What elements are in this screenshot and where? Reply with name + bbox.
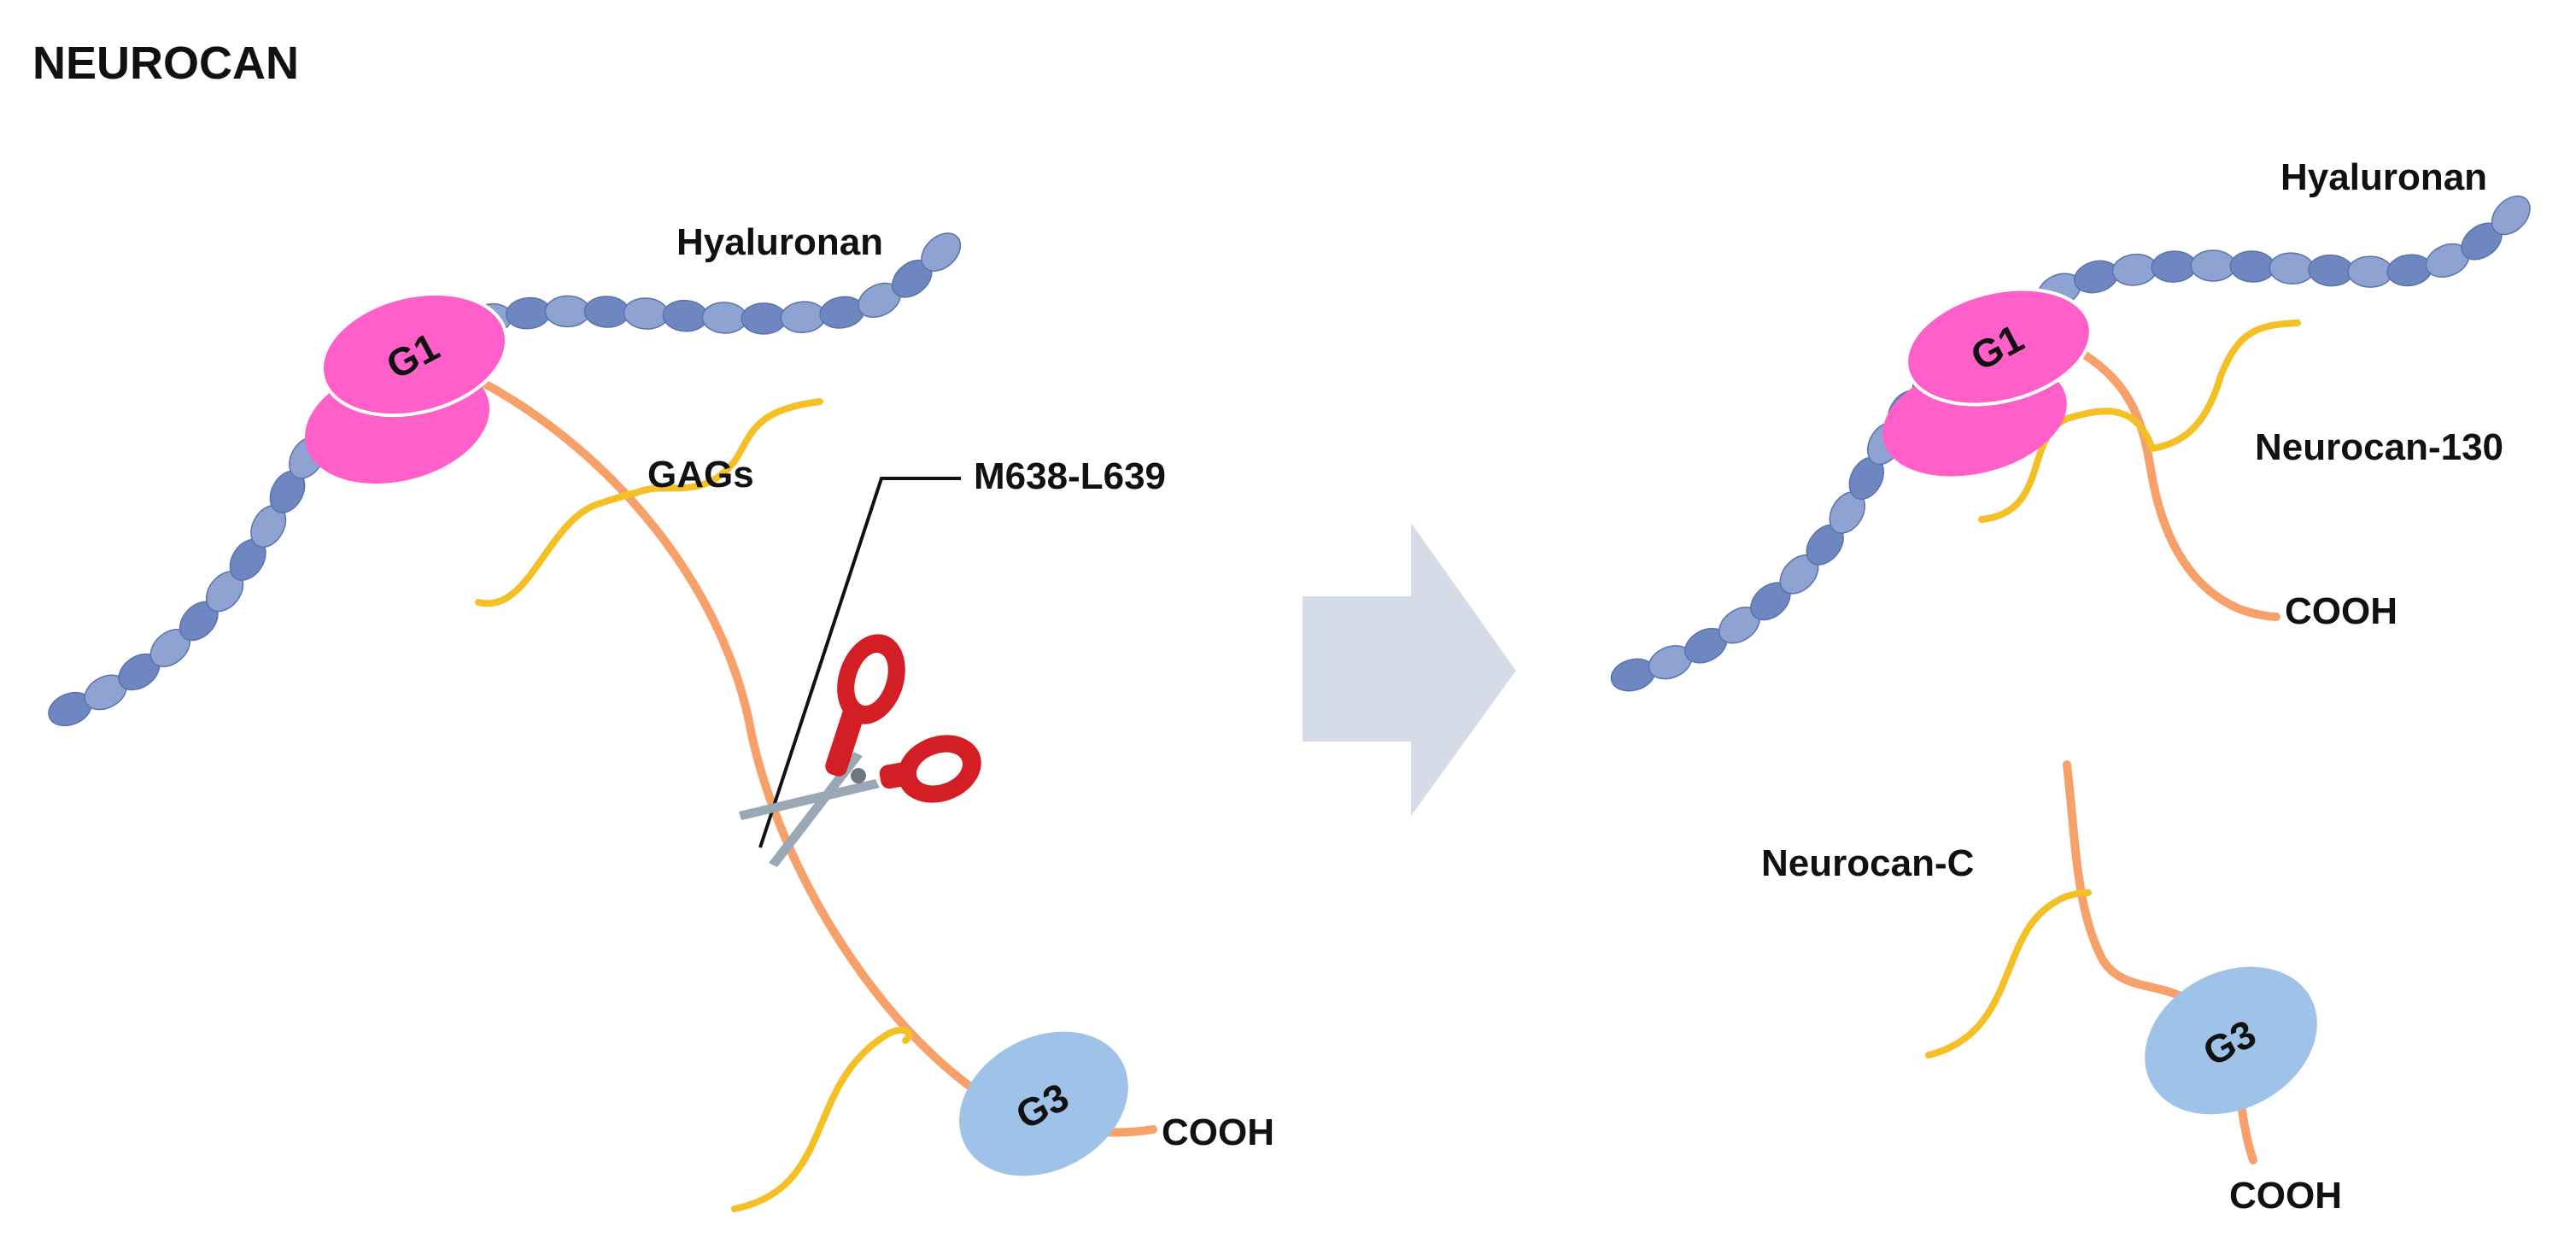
hyaluronan-bead <box>662 299 709 332</box>
neurocan130-core-protein <box>2073 346 2280 621</box>
hyaluronan-bead <box>780 301 827 334</box>
hyaluronan-bead <box>2229 250 2275 283</box>
hyaluronan-label-left: Hyaluronan <box>676 221 883 263</box>
g1-domain-left: G1 <box>305 291 508 484</box>
gag-chain-right-1 <box>1978 320 2301 523</box>
hyaluronan-bead <box>623 297 670 330</box>
hyaluronan-bead <box>701 302 748 334</box>
gag-chain-right-2 <box>1925 889 2092 1059</box>
hyaluronan-label-right: Hyaluronan <box>2280 156 2487 198</box>
hyaluronan-bead <box>741 302 787 335</box>
g3-domain-left: G3 <box>959 1031 1128 1176</box>
hyaluronan-bead <box>921 232 962 272</box>
cooh-label-right-bottom: COOH <box>2229 1175 2342 1217</box>
neurocanC-core-protein <box>2063 760 2191 1004</box>
right-arrow-icon <box>1303 523 1516 816</box>
scissors-icon <box>739 634 981 867</box>
cleavage-site-leader-line <box>758 477 961 848</box>
gag-chain-left-1b <box>630 398 823 497</box>
neurocanC-label: Neurocan-C <box>1761 842 1974 884</box>
hyaluronan-bead <box>2190 249 2236 282</box>
neurocan130-label: Neurocan-130 <box>2255 426 2503 468</box>
hyaluronan-bead <box>2269 252 2315 284</box>
hyaluronan-bead <box>2308 254 2354 287</box>
hyaluronan-beads-left <box>48 232 962 727</box>
hyaluronan-bead <box>583 296 630 328</box>
cleavage-site-label: M638-L639 <box>974 455 1166 497</box>
hyaluronan-bead <box>2151 250 2197 283</box>
hyaluronan-bead <box>2386 254 2433 287</box>
hyaluronan-bead <box>544 295 591 328</box>
g3-domain-right: G3 <box>2145 966 2317 1115</box>
cooh-label-right-top: COOH <box>2285 590 2397 632</box>
hyaluronan-bead <box>2491 195 2531 236</box>
diagram-title: NEUROCAN <box>32 38 299 89</box>
right-panel: G1 G3 Hyaluronan Neurocan-130 COOH Neuro… <box>1610 156 2531 1217</box>
cooh-label-left: COOH <box>1162 1111 1274 1153</box>
hyaluronan-bead <box>2347 255 2393 288</box>
g1-domain-right: G1 <box>1882 287 2093 477</box>
gag-chain-left-2 <box>731 1026 912 1212</box>
left-panel: G1 G3 Hyaluronan GAGs M638-L639 COOH <box>48 221 1274 1212</box>
gag-chain-left-1 <box>475 490 639 607</box>
gags-label: GAGs <box>647 454 754 496</box>
